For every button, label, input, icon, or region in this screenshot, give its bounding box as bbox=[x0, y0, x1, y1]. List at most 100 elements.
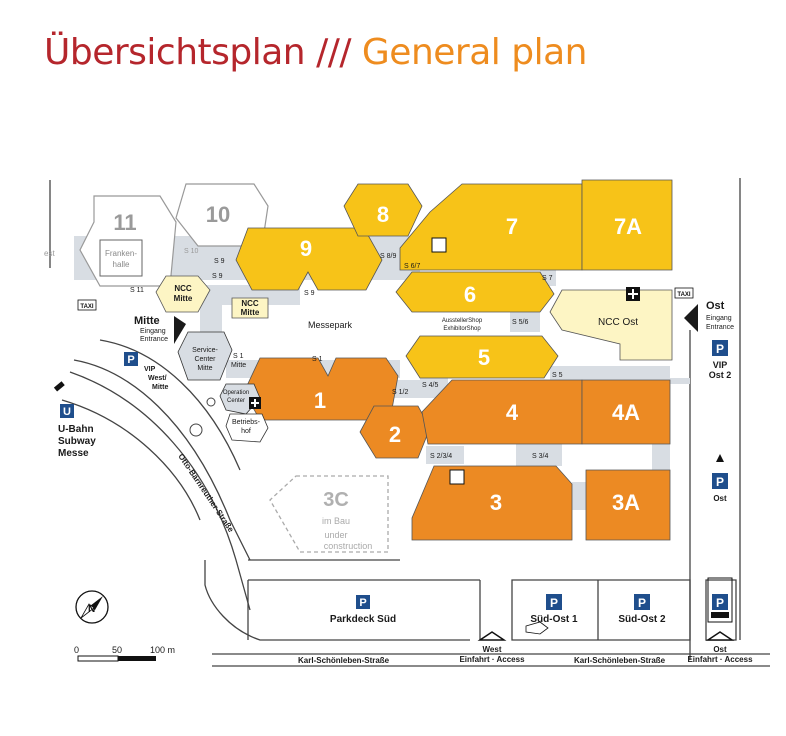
hall-7a-label: 7A bbox=[614, 214, 642, 239]
entrance-ost-de: Eingang bbox=[706, 315, 732, 322]
service-line1: Service- bbox=[192, 347, 218, 354]
scale-segment-white bbox=[77, 655, 119, 662]
taxi-icon bbox=[674, 287, 694, 299]
sudost1-label: Süd-Ost 1 bbox=[530, 614, 578, 625]
aussteller-line2: ExhibitorShop bbox=[443, 326, 481, 332]
first-aid-icon bbox=[249, 397, 261, 409]
hall-5-label: 5 bbox=[478, 345, 490, 370]
shop-icon bbox=[431, 237, 447, 253]
hall-3a bbox=[585, 469, 671, 541]
ost-access-label: Ost bbox=[713, 645, 727, 654]
orange-halls bbox=[243, 357, 671, 541]
mitte-entrance-arrow bbox=[174, 316, 186, 344]
vip-west-line2: West/ bbox=[148, 375, 167, 382]
ubahn-icon bbox=[60, 404, 74, 418]
entrance-ost-label: Ost bbox=[706, 300, 725, 312]
passage-labels: S 10 S 11 S 9 S 9 S 8/9 S 6/7 S 7 S 5/6 … bbox=[130, 248, 563, 460]
betriebshof-line2: hof bbox=[241, 428, 251, 435]
shop-icons bbox=[431, 237, 465, 485]
hall-3c-line2: under bbox=[324, 530, 347, 540]
parkdeck-sud-label: Parkdeck Süd bbox=[330, 614, 396, 625]
ubahn-entrance-mark bbox=[53, 381, 65, 392]
ncc-mitte-gray-box bbox=[231, 297, 269, 319]
hall-8-label: 8 bbox=[377, 202, 389, 227]
hall-6-label: 6 bbox=[464, 282, 476, 307]
title-english: General plan bbox=[361, 32, 588, 73]
parking-labels: VIP West/ Mitte VIP Ost 2 Ost Parkdeck S… bbox=[144, 360, 731, 625]
parking-signs: P P P P P P P bbox=[124, 340, 728, 610]
svg-text:P: P bbox=[550, 596, 558, 610]
entrance-ost-en: Entrance bbox=[706, 324, 734, 331]
hall-3c-line3: construction bbox=[324, 541, 373, 551]
hall-3a-label: 3A bbox=[612, 490, 640, 515]
entrance-mitte-label: Mitte bbox=[134, 315, 160, 327]
entrance-mitte-en: Entrance bbox=[140, 336, 168, 343]
walkway-3-3a bbox=[572, 482, 586, 510]
passage-s9-west: S 9 bbox=[212, 273, 223, 280]
passage-s67: S 6/7 bbox=[404, 263, 420, 270]
vip-west-line3: Mitte bbox=[152, 384, 168, 391]
aussteller-label: AusstellerShop ExhibitorShop bbox=[442, 318, 483, 332]
parking-icon: P bbox=[712, 340, 728, 356]
taxi-signs: TAXI TAXI bbox=[77, 287, 694, 311]
hall-3c-line1: im Bau bbox=[322, 516, 350, 526]
hall-3c-text: im Bau under construction bbox=[322, 516, 372, 551]
frankenhalle-line1: Franken- bbox=[105, 249, 137, 258]
svg-text:P: P bbox=[716, 475, 724, 489]
parking-icon: P bbox=[712, 473, 728, 489]
passage-s89: S 8/9 bbox=[380, 253, 396, 260]
street-otto-label: Otto-Bärnreuther-Straße bbox=[176, 452, 235, 534]
hall-11-label: 11 bbox=[113, 210, 136, 235]
parking-icon: P bbox=[634, 594, 650, 610]
svg-text:P: P bbox=[359, 597, 366, 609]
operation-center-label: Operation Center bbox=[223, 390, 249, 404]
svg-text:P: P bbox=[638, 596, 646, 610]
taxi-label: TAXI bbox=[677, 292, 691, 298]
shop-icon bbox=[449, 469, 465, 485]
vip-ost-line2: Ost 2 bbox=[709, 370, 732, 380]
hall-6 bbox=[395, 271, 555, 313]
frankenhalle-box bbox=[99, 239, 143, 277]
aussteller-line1: AusstellerShop bbox=[442, 318, 483, 324]
passage-s234: S 2/3/4 bbox=[430, 453, 452, 460]
hall-3c bbox=[269, 475, 389, 553]
hall-numbers: 11 10 9 8 7 7A 6 5 1 2 4 4A 3 3A 3C bbox=[113, 202, 642, 515]
ost-access-arrow bbox=[705, 631, 735, 641]
ncc-mitte-gray-line1: NCC bbox=[241, 299, 259, 308]
west-fragment-label: est bbox=[44, 249, 55, 258]
hall-7a bbox=[581, 179, 673, 271]
parking-icon: P bbox=[712, 594, 728, 610]
svg-text:P: P bbox=[127, 354, 134, 366]
svg-text:P: P bbox=[716, 342, 724, 356]
walkway-s234 bbox=[426, 446, 464, 464]
bus-icon bbox=[711, 612, 729, 618]
passage-s45: S 4/5 bbox=[422, 382, 438, 389]
parking-ost-label: Ost bbox=[713, 494, 727, 503]
operation-line1: Operation bbox=[223, 390, 249, 396]
frankenhalle-line2: halle bbox=[113, 260, 130, 269]
arrow-up-icon bbox=[716, 454, 724, 462]
ncc-ost-label: NCC Ost bbox=[598, 317, 638, 328]
parking-icon: P bbox=[356, 595, 370, 609]
ubahn-line3: Messe bbox=[58, 448, 89, 459]
hall-2 bbox=[359, 405, 431, 459]
ncc-mitte-box bbox=[155, 275, 211, 313]
passage-s1: S 1 bbox=[312, 356, 323, 363]
walkway-4a-3a bbox=[652, 444, 670, 470]
ncc-mitte-gray-line2: Mitte bbox=[241, 308, 260, 317]
hall-3-label: 3 bbox=[490, 490, 502, 515]
street-karl-west-label: Karl-Schönleben-Straße bbox=[298, 656, 390, 665]
passage-s1-mitte-line1: S 1 bbox=[233, 353, 244, 360]
ost-access-sub: Einfahrt · Access bbox=[687, 655, 753, 664]
ubahn-line1: U-Bahn bbox=[58, 424, 94, 435]
ubahn-letter: U bbox=[63, 406, 71, 418]
service-line2: Center bbox=[194, 356, 216, 363]
compass-n-label: N bbox=[88, 604, 95, 615]
west-access-label: West bbox=[483, 645, 502, 654]
scale-tick-100: 100 m bbox=[150, 645, 175, 655]
frankenhalle-label: Franken- halle bbox=[105, 249, 137, 269]
ncc-mitte-line1: NCC bbox=[174, 284, 192, 293]
passage-s7: S 7 bbox=[542, 275, 553, 282]
sudost2-label: Süd-Ost 2 bbox=[618, 614, 666, 625]
taxi-label: TAXI bbox=[80, 304, 94, 310]
